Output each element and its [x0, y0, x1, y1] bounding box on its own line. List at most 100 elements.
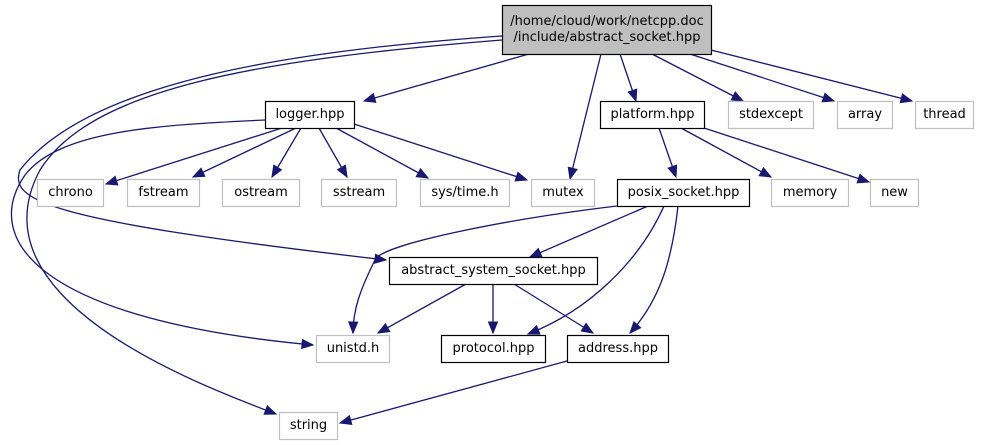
- node-posix[interactable]: posix_socket.hpp: [616, 178, 751, 208]
- node-box: [501, 4, 713, 56]
- edge-abssys-protocol: [487, 284, 499, 335]
- edge-root-string-arrowhead-icon: [263, 405, 278, 415]
- edge-logger-unistd: [10, 119, 315, 350]
- edge-logger-mutex: [353, 123, 529, 182]
- node-box: [36, 178, 105, 208]
- edge-root-logger-arrowhead-icon: [362, 92, 377, 103]
- node-memory: memory: [770, 178, 850, 208]
- node-label: memory: [783, 185, 838, 200]
- edge-abssys-address-arrowhead-icon: [580, 322, 595, 334]
- node-label: abstract_system_socket.hpp: [401, 263, 586, 278]
- node-box: [770, 178, 850, 208]
- edge-line: [651, 53, 744, 102]
- node-label: fstream: [138, 185, 188, 200]
- edge-platform-new-arrowhead-icon: [856, 173, 871, 184]
- edge-root-array-arrowhead-icon: [821, 92, 836, 103]
- node-label: array: [848, 107, 882, 122]
- edge-logger-sstream: [318, 127, 348, 179]
- edge-address-string-arrowhead-icon: [338, 414, 353, 426]
- edge-root-array: [689, 53, 836, 103]
- edge-line: [192, 127, 297, 178]
- node-label: platform.hpp: [610, 107, 694, 122]
- node-abssys[interactable]: abstract_system_socket.hpp: [388, 256, 599, 286]
- node-address[interactable]: address.hpp: [566, 334, 670, 364]
- node-label: /include/abstract_socket.hpp: [514, 30, 701, 45]
- node-label: sys/time.h: [431, 185, 498, 200]
- node-platform[interactable]: platform.hpp: [599, 100, 706, 130]
- edge-platform-memory: [680, 127, 773, 178]
- node-box: [616, 178, 751, 208]
- edge-address-string: [338, 360, 568, 426]
- edge-line: [703, 127, 870, 183]
- edge-posix-abssys-arrowhead-icon: [528, 247, 543, 258]
- node-box: [836, 100, 894, 130]
- node-stdexcept: stdexcept: [727, 100, 815, 130]
- edge-abssys-unistd: [376, 283, 467, 334]
- edge-logger-fstream-arrowhead-icon: [191, 167, 206, 178]
- node-thread: thread: [914, 100, 975, 130]
- node-box: [419, 178, 511, 208]
- edge-platform-new: [703, 127, 871, 184]
- edge-logger-chrono-arrowhead-icon: [104, 175, 119, 186]
- edge-line: [353, 123, 528, 181]
- edge-line: [26, 39, 503, 415]
- edge-root-thread-arrowhead-icon: [899, 93, 914, 104]
- node-string: string: [278, 411, 339, 441]
- edge-logger-systime: [335, 127, 430, 179]
- edge-root-abssys: [17, 35, 503, 264]
- node-label: /home/cloud/work/netcpp.doc: [510, 14, 704, 29]
- edge-line: [629, 205, 679, 334]
- edge-root-mutex: [567, 53, 602, 181]
- node-label: sstream: [333, 185, 385, 200]
- node-box: [727, 100, 815, 130]
- node-box: [869, 178, 920, 208]
- edge-line: [105, 127, 283, 185]
- edge-posix-abssys: [528, 205, 649, 258]
- node-label: stdexcept: [739, 107, 803, 122]
- edge-abssys-address: [513, 283, 595, 334]
- edge-logger-ostream-arrowhead-icon: [271, 164, 283, 179]
- node-label: logger.hpp: [275, 107, 344, 122]
- edge-line: [529, 205, 649, 258]
- node-systime: sys/time.h: [419, 178, 511, 208]
- edge-root-logger: [362, 53, 530, 103]
- edge-posix-unistd: [347, 205, 618, 335]
- edge-line: [10, 119, 314, 346]
- edge-root-string: [26, 39, 503, 415]
- node-fstream: fstream: [126, 178, 201, 208]
- edge-root-platform-arrowhead-icon: [627, 88, 638, 103]
- edge-line: [569, 53, 602, 180]
- edge-line: [689, 53, 835, 102]
- node-label: posix_socket.hpp: [628, 185, 740, 200]
- node-logger[interactable]: logger.hpp: [264, 100, 356, 130]
- edge-logger-mutex-arrowhead-icon: [514, 171, 529, 182]
- edge-posix-address: [629, 205, 679, 334]
- node-root[interactable]: /home/cloud/work/netcpp.doc/include/abst…: [501, 4, 713, 56]
- edge-logger-sstream-arrowhead-icon: [336, 164, 348, 179]
- edge-logger-chrono: [104, 127, 283, 186]
- edge-line: [335, 127, 429, 179]
- node-label: ostream: [234, 185, 288, 200]
- node-protocol[interactable]: protocol.hpp: [440, 334, 547, 364]
- edge-line: [339, 360, 568, 424]
- node-box: [388, 256, 599, 286]
- edge-root-stdexcept: [651, 53, 745, 102]
- edge-posix-protocol-arrowhead-icon: [526, 324, 541, 335]
- node-chrono: chrono: [36, 178, 105, 208]
- node-mutex: mutex: [530, 178, 596, 208]
- node-label: chrono: [48, 185, 93, 200]
- edge-root-stdexcept-arrowhead-icon: [730, 91, 745, 102]
- node-box: [278, 411, 339, 441]
- edge-posix-protocol: [526, 205, 665, 335]
- node-box: [264, 100, 356, 130]
- node-label: string: [290, 418, 327, 433]
- node-label: address.hpp: [578, 341, 658, 356]
- edges-layer: [10, 35, 914, 426]
- edge-root-platform: [619, 53, 638, 103]
- node-label: unistd.h: [327, 341, 380, 356]
- node-label: thread: [923, 107, 966, 122]
- edge-line: [352, 205, 618, 334]
- node-box: [914, 100, 975, 130]
- nodes-layer: /home/cloud/work/netcpp.doc/include/abst…: [36, 4, 975, 441]
